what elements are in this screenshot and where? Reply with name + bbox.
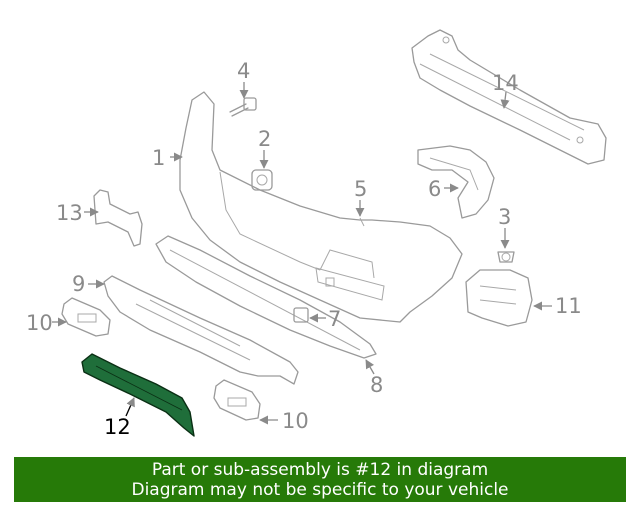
callout-1: 1 <box>152 146 165 170</box>
part-10-reflector-left <box>61 297 111 337</box>
part-9-diffuser-panel <box>103 275 299 385</box>
callout-13: 13 <box>56 201 83 225</box>
part-8-lower-trim <box>155 235 377 359</box>
part-10-reflector-right <box>213 379 261 421</box>
part-1-bumper-cover <box>179 91 463 323</box>
part-3-push-clip <box>497 251 515 263</box>
callout-12: 12 <box>104 415 131 439</box>
callout-14: 14 <box>492 71 519 95</box>
banner-line-1: Part or sub-assembly is #12 in diagram <box>151 460 489 480</box>
part-2-clip <box>251 169 273 191</box>
callout-7: 7 <box>328 307 341 331</box>
part-11-side-bracket <box>465 269 533 327</box>
callout-6: 6 <box>428 177 441 201</box>
callout-10-left: 10 <box>26 311 53 335</box>
banner-line-2: Diagram may not be specific to your vehi… <box>131 480 509 500</box>
part-6-bracket <box>417 145 495 219</box>
part-5-marker <box>359 217 365 227</box>
part-4-bolt <box>229 97 257 117</box>
callout-10-right: 10 <box>282 409 309 433</box>
leader-lines <box>52 82 552 425</box>
callout-11: 11 <box>555 294 582 318</box>
part-12-highlighted-trim <box>81 353 195 437</box>
callout-5: 5 <box>354 177 367 201</box>
callout-8: 8 <box>370 373 383 397</box>
part-12-shape <box>81 353 195 437</box>
part-13-bracket <box>93 189 143 247</box>
exploded-parts-diagram: 1 2 3 4 5 6 7 8 9 10 10 11 12 13 14 <box>26 29 607 439</box>
callout-2: 2 <box>258 127 271 151</box>
diagram-notice-banner: Part or sub-assembly is #12 in diagram D… <box>14 457 626 502</box>
callout-4: 4 <box>237 59 250 83</box>
callout-3: 3 <box>498 205 511 229</box>
part-14-reinforcement-bar <box>411 29 607 165</box>
callout-9: 9 <box>72 272 85 296</box>
part-7-pad <box>293 307 309 323</box>
